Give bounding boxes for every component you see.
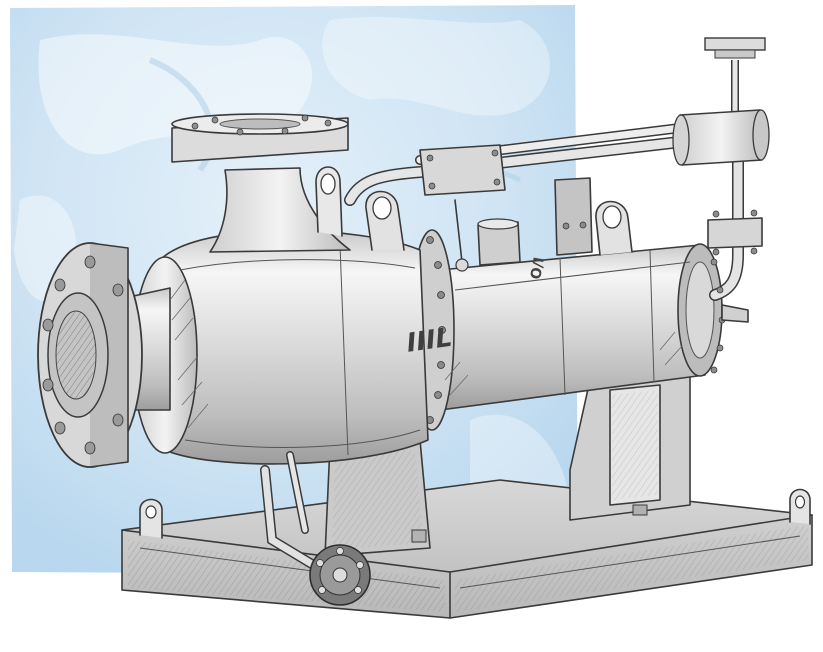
sketch-hatching	[169, 279, 683, 429]
side-mark: O/I	[528, 256, 548, 281]
casing-mark: IIIL	[406, 323, 453, 360]
rear-support-pedestal	[569, 369, 691, 521]
front-support-pedestal	[324, 439, 431, 557]
motor-housing	[439, 243, 723, 411]
casing-lifting-eyes	[315, 166, 633, 256]
base-lifting-lugs	[139, 488, 811, 539]
drain-valve	[260, 451, 371, 606]
pipe-fittings	[419, 109, 770, 272]
pump-casing	[132, 229, 429, 465]
casing-markings: IIIL O/I	[406, 256, 548, 359]
end-cover-bolts	[710, 258, 749, 374]
terminal-box	[477, 177, 593, 266]
suction-nozzle	[37, 242, 171, 468]
discharge-nozzle	[171, 113, 351, 253]
